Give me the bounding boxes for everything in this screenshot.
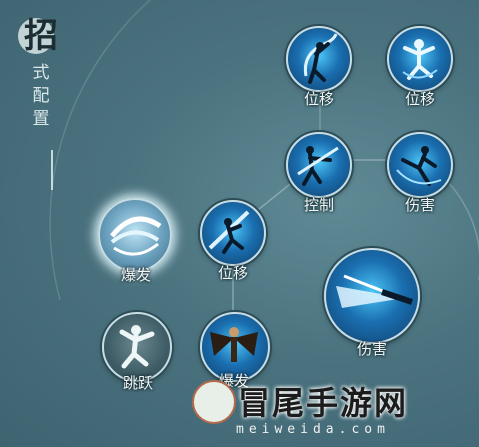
skill-label: 位移 [217, 264, 248, 282]
skill-node-dash-slash[interactable]: 位移 [198, 198, 268, 288]
title-divider [51, 150, 53, 190]
skill-node-swirl[interactable]: 爆发 [94, 196, 178, 290]
skill-label: 位移 [303, 90, 334, 108]
site-watermark: 冒尾手游网 meiweida.com [192, 378, 479, 447]
skill-disc [200, 312, 270, 382]
skill-node-leap-figure[interactable]: 跳跃 [100, 310, 176, 396]
skill-label: 伤害 [404, 196, 435, 214]
kick-icon [396, 146, 442, 186]
skill-label: 伤害 [356, 340, 387, 358]
dash-slash-icon [208, 210, 250, 254]
skill-node-grapple[interactable]: 控制 [284, 130, 354, 220]
aerial-leap-icon [402, 39, 438, 80]
sword-wave-icon [336, 274, 413, 308]
skill-disc [200, 200, 266, 266]
watermark-url: meiweida.com [236, 422, 390, 437]
swirl-icon [110, 216, 162, 256]
screen-title: 招 式配置 [14, 10, 74, 200]
skill-label: 位移 [404, 90, 435, 108]
grapple-icon [297, 146, 339, 186]
skill-label: 爆发 [120, 266, 151, 284]
wings-burst-icon [210, 327, 258, 362]
skill-node-wings-burst[interactable]: 爆发 [196, 310, 272, 396]
title-main-char: 招 [24, 16, 58, 56]
skill-node-aerial-leap[interactable]: 位移 [385, 24, 455, 114]
skill-label: 跳跃 [122, 374, 153, 392]
watermark-logo [192, 380, 236, 424]
skill-disc [286, 26, 352, 92]
skill-label: 控制 [303, 196, 334, 214]
title-emblem [18, 18, 54, 54]
jump-strike-icon [303, 33, 338, 84]
skill-node-kick[interactable]: 伤害 [385, 130, 455, 220]
skill-disc [286, 132, 352, 198]
skill-disc [98, 198, 172, 272]
skill-node-sword-wave[interactable]: 伤害 [322, 246, 422, 361]
watermark-brand: 冒尾手游网 [238, 384, 409, 422]
leap-figure-icon [119, 325, 155, 369]
skill-node-jump-strike[interactable]: 位移 [284, 24, 354, 114]
title-vertical-text: 式配置 [32, 63, 50, 129]
